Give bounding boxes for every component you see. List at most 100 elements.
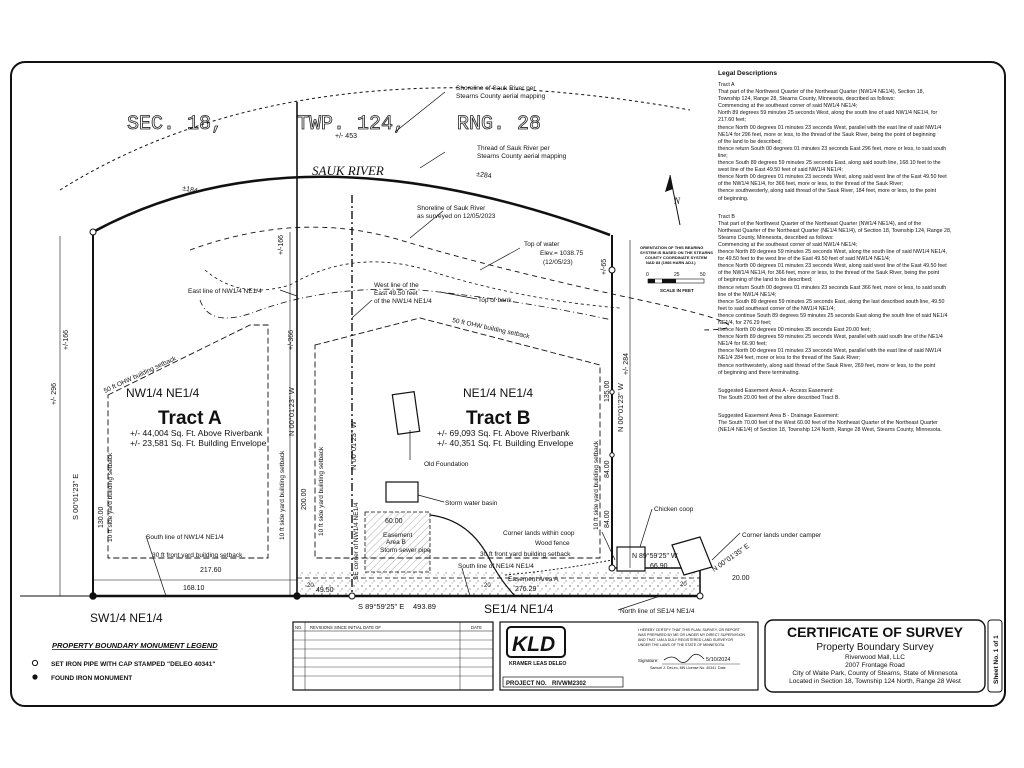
dim-20-00: 20.00 — [732, 575, 750, 582]
se-corner-label: SE corner of NW1/4 NE1/4 — [353, 502, 360, 580]
top-water-label-2: Elev.= 1038.75 — [540, 250, 583, 257]
leader-chicken-coop — [639, 508, 653, 548]
certificate-block — [764, 619, 986, 693]
dim-20-c: 20 — [680, 582, 687, 588]
corner-camper-label: Corner lands under camper — [742, 532, 822, 539]
leader-thread — [419, 151, 446, 169]
tract-b-line: thence South 89 degrees 59 minutes 25 se… — [718, 298, 945, 305]
top-water-label-3: (12/05/23) — [543, 259, 573, 266]
survey-subtitle: Property Boundary Survey — [816, 642, 933, 653]
dim-66-90: 66.90 — [650, 563, 668, 570]
tract-b-line: thence North 89 degrees 59 minutes 25 se… — [718, 334, 943, 341]
client-name: Riverwood Mall, LLC — [845, 654, 905, 661]
se-quarter-label: SE1/4 NE1/4 — [484, 602, 554, 616]
monument-legend: PROPERTY BOUNDARY MONUMENT LEGEND SET IR… — [31, 641, 218, 682]
easement-b-line: The South 70.00 feet of the West 60.00 f… — [718, 420, 938, 427]
leader-south-line-ne — [461, 567, 471, 597]
dim-166-a: +/-166 — [63, 330, 70, 350]
camper-bearing: N 00°01'35" E — [711, 542, 752, 574]
cert-line-3: AND THAT I AM A DULY REGISTERED LAND SUR… — [638, 638, 733, 642]
dim-168: 168.10 — [183, 585, 205, 592]
tract-a-title: Tract A — [158, 408, 222, 429]
sheet-number-box — [987, 619, 1003, 693]
tract-b-line: thence northwesterly, along said thread … — [718, 362, 936, 369]
top-bank-label: Top of bank — [478, 297, 512, 304]
legend-title: PROPERTY BOUNDARY MONUMENT LEGEND — [52, 641, 218, 650]
leader-shoreline-survey — [409, 210, 444, 239]
tract-a-line: thence North 00 degrees 01 minutes 23 se… — [718, 124, 942, 131]
tract-b-line: thence North 89 degrees 59 minutes 25 se… — [718, 249, 947, 256]
top-water-label-1: Top of water — [524, 241, 560, 248]
easement-b-area — [364, 511, 431, 573]
cert-line-2: WAS PREPARED BY ME OR UNDER MY DIRECT SU… — [638, 633, 745, 637]
tract-a-line: of the NW1/4 NE1/4, for 366 feet, more o… — [718, 181, 904, 188]
small-shed — [385, 481, 419, 503]
dim-217: 217.60 — [200, 567, 222, 574]
top-of-bank-line — [199, 288, 613, 321]
wood-fence-line — [504, 559, 613, 576]
corner-coop-label: Corner lands within coop — [503, 530, 575, 537]
west-line-label-3: of the NW1/4 NE1/4 — [374, 298, 432, 305]
bearing-note-2: SYSTEM IS BASED ON THE STEARNS — [640, 250, 713, 255]
sheet-number: Sheet No. 1 of 1 — [993, 635, 1000, 684]
dim-276: 276.29 — [515, 586, 537, 593]
shoreline-survey-label-2: as surveyed on 12/05/2023 — [417, 213, 496, 220]
tract-a-line: 217.60 feet; — [718, 117, 746, 124]
tract-a-line: thence return South 00 degrees 01 minute… — [718, 145, 947, 152]
easement-gravel — [300, 572, 700, 596]
dim-200: 200.00 — [301, 488, 308, 510]
north-line-se-label: North line of SE1/4 NE1/4 — [620, 608, 695, 615]
tract-b-line: NE1/4 284 feet, more or less to the thre… — [718, 355, 861, 362]
wood-fence-label: Wood fence — [535, 540, 570, 547]
thread-label-2: Stearns County aerial mapping — [477, 153, 567, 160]
leader-corner-coop — [601, 531, 616, 561]
leader-west-line — [351, 299, 373, 319]
tract-a-area-2: +/- 23,581 Sq. Ft. Building Envelope — [130, 438, 267, 448]
dim-493: 493.89 — [413, 602, 436, 611]
shoreline-aerial — [59, 87, 691, 191]
firm-block — [499, 621, 759, 691]
monument-set-1 — [89, 228, 97, 236]
storm-sewer-pipe — [429, 514, 516, 597]
leader-south-line-nw — [145, 535, 167, 597]
leader-east-line — [279, 289, 298, 297]
bottom-bearing: S 89°59'25" E — [358, 602, 404, 611]
monument-found-1 — [89, 592, 97, 600]
dim-284: ±284 — [476, 171, 492, 180]
easement-a-heading: Suggested Easement Area A - Access Easem… — [718, 387, 834, 394]
tract-b-line: thence return South 00 degrees 01 minute… — [718, 284, 947, 291]
sheet-border — [10, 61, 1006, 707]
tract-a-line: NE1/4 for 296 feet, more or less, to the… — [718, 131, 936, 138]
revisions-table — [292, 621, 494, 691]
tract-b-description: That part of the Northwest Quarter of th… — [718, 221, 1004, 377]
easement-b-label-2: Area B — [386, 539, 406, 546]
front-setback-label-b: 30 ft front yard building setback — [480, 551, 571, 558]
camper-shape — [671, 536, 713, 576]
monument-found-2 — [293, 592, 301, 600]
tract-b-line: Stearns County, Minnesota, described as … — [718, 234, 834, 241]
side-setback-label-b1: 10 ft side yard building setback — [318, 446, 325, 536]
signature-label: Signature: — [638, 658, 659, 663]
chicken-coop-building — [616, 546, 646, 572]
chicken-bearing: N 89°59'25" W — [632, 552, 678, 560]
dim-166-b: +/-166 — [278, 235, 285, 255]
revisions-no: NO. — [295, 625, 302, 630]
monument-set-4 — [608, 564, 616, 572]
tract-a-description: That part of the Northwest Quarter of th… — [718, 89, 1004, 203]
sw-quarter-label: SW1/4 NE1/4 — [90, 611, 163, 625]
tract-a-line: thence South 89 degrees 59 minutes 25 se… — [718, 160, 941, 167]
east-line-label: East line of NW1/4 NE1/4 — [188, 288, 262, 295]
tract-a-line: thence southwesterly, along said thread … — [718, 188, 937, 195]
tract-b-line: of beginning and there terminating. — [718, 369, 800, 376]
bearing-tract-a-west: S 00°01'23" E — [71, 474, 80, 520]
tract-a-line: of the land to be described; — [718, 138, 782, 145]
ne-quarter-label: NE1/4 NE1/4 — [463, 386, 533, 400]
dim-49-50: 49.50 — [316, 587, 334, 594]
scale-twenty-five: 25 — [674, 272, 680, 278]
old-foundation-label: Old Foundation — [424, 461, 469, 468]
tract-b-line: That part of the Northwest Quarter of th… — [718, 220, 922, 227]
tract-b-line: NE1/4, for 276.29 feet; — [718, 320, 772, 326]
surveyor-name: Samuel J. DeLeo, MN License No. 40341 — [650, 666, 716, 670]
scale-label: SCALE IN FEET — [660, 288, 694, 293]
south-line-nw-label: South line of NW1/4 NE1/4 — [146, 534, 224, 541]
